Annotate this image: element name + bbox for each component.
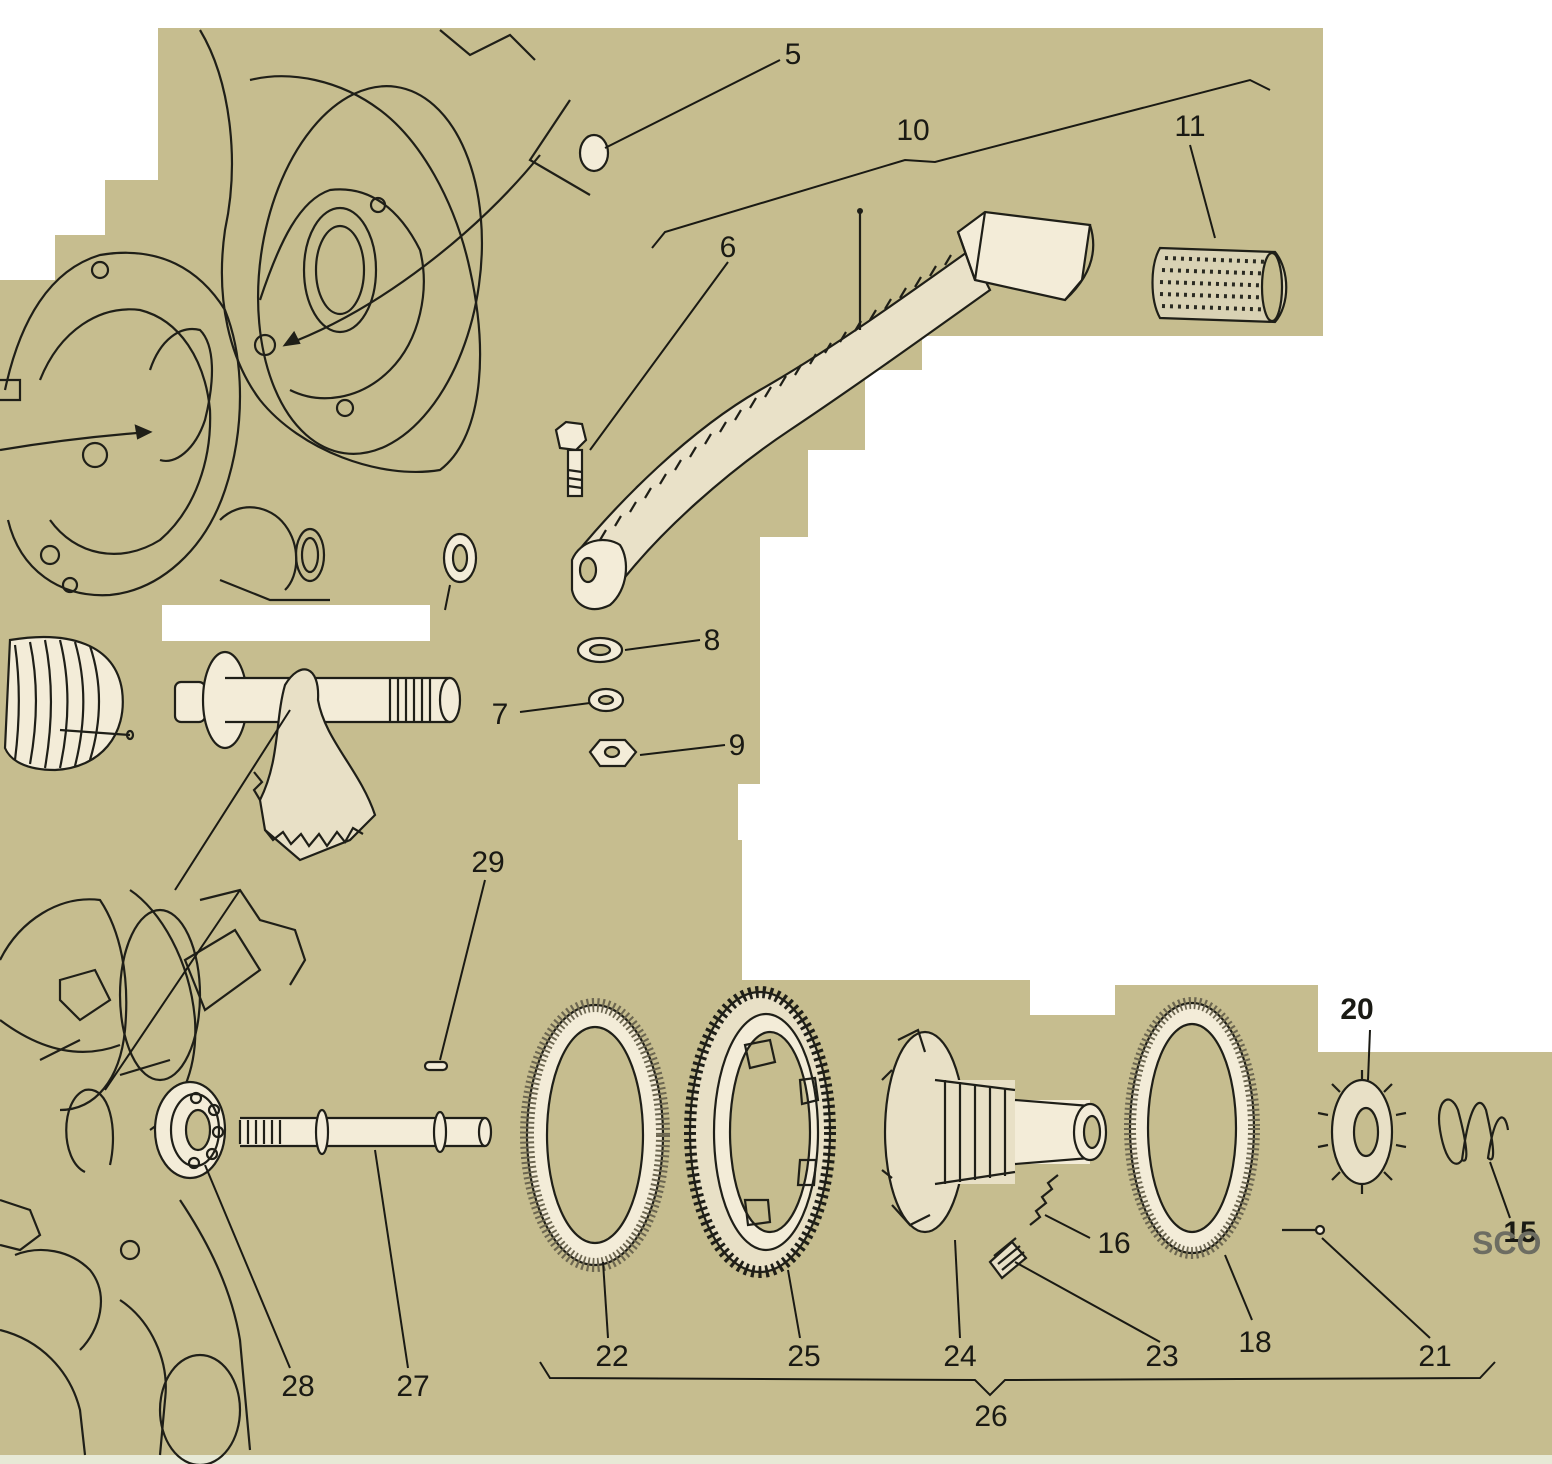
kickstart-lever-part-10 — [570, 208, 1095, 611]
friction-disc-part-18 — [1124, 997, 1260, 1259]
crankcase-half-drawing — [0, 888, 307, 1464]
label-part-5: 5 — [785, 38, 802, 71]
rubber-grip-part-11 — [1151, 246, 1288, 324]
circlip-ring — [65, 1088, 115, 1173]
label-part-6: 6 — [720, 231, 737, 264]
label-part-27: 27 — [396, 1370, 429, 1403]
crankcase-cover-drawing — [0, 29, 591, 602]
spring-part-16 — [1029, 1174, 1059, 1226]
label-part-26: 26 — [974, 1400, 1007, 1433]
pinion-gear-part-20 — [1317, 1070, 1407, 1194]
label-part-23: 23 — [1145, 1340, 1178, 1373]
label-part-18: 18 — [1238, 1326, 1271, 1359]
label-part-29: 29 — [471, 846, 504, 879]
label-part-15: 15 — [1503, 1216, 1536, 1249]
nut-part-9 — [588, 738, 638, 768]
spring-washer-part-7 — [587, 687, 625, 713]
spring-part-23 — [988, 1237, 1028, 1280]
shaft-part-27 — [238, 1108, 493, 1156]
clutch-gear-part-25 — [684, 986, 836, 1278]
leader-lines — [104, 59, 1511, 1397]
kickstart-spring — [3, 636, 135, 772]
label-part-7: 7 — [492, 698, 509, 731]
washer-part-8 — [576, 636, 624, 664]
rubber-cap-part-5 — [578, 133, 610, 173]
watermark-text: SCO — [1472, 1225, 1541, 1261]
ball-bearing-part-28 — [153, 1080, 227, 1180]
clutch-hub-part-24 — [881, 1028, 1108, 1234]
kickstart-shaft-with-sector — [173, 650, 462, 862]
label-part-24: 24 — [943, 1340, 976, 1373]
label-part-8: 8 — [704, 624, 721, 657]
pin-part-29 — [423, 1060, 449, 1072]
coil-spring-part-15 — [1437, 1098, 1510, 1165]
part-labels: 5 6 7 8 9 10 11 15 16 18 20 21 22 23 24 … — [281, 38, 1536, 1433]
label-part-22: 22 — [595, 1340, 628, 1373]
label-part-28: 28 — [281, 1370, 314, 1403]
label-part-20: 20 — [1340, 993, 1373, 1026]
label-part-16: 16 — [1097, 1227, 1130, 1260]
bushing-ring — [442, 532, 478, 584]
label-part-25: 25 — [787, 1340, 820, 1373]
pin-part-21 — [1282, 1224, 1326, 1236]
label-part-9: 9 — [729, 729, 746, 762]
label-part-21: 21 — [1418, 1340, 1451, 1373]
label-part-10: 10 — [896, 114, 929, 147]
friction-disc-part-22 — [520, 998, 670, 1272]
label-part-11: 11 — [1174, 110, 1205, 143]
clamp-bolt-part-6 — [554, 420, 588, 498]
